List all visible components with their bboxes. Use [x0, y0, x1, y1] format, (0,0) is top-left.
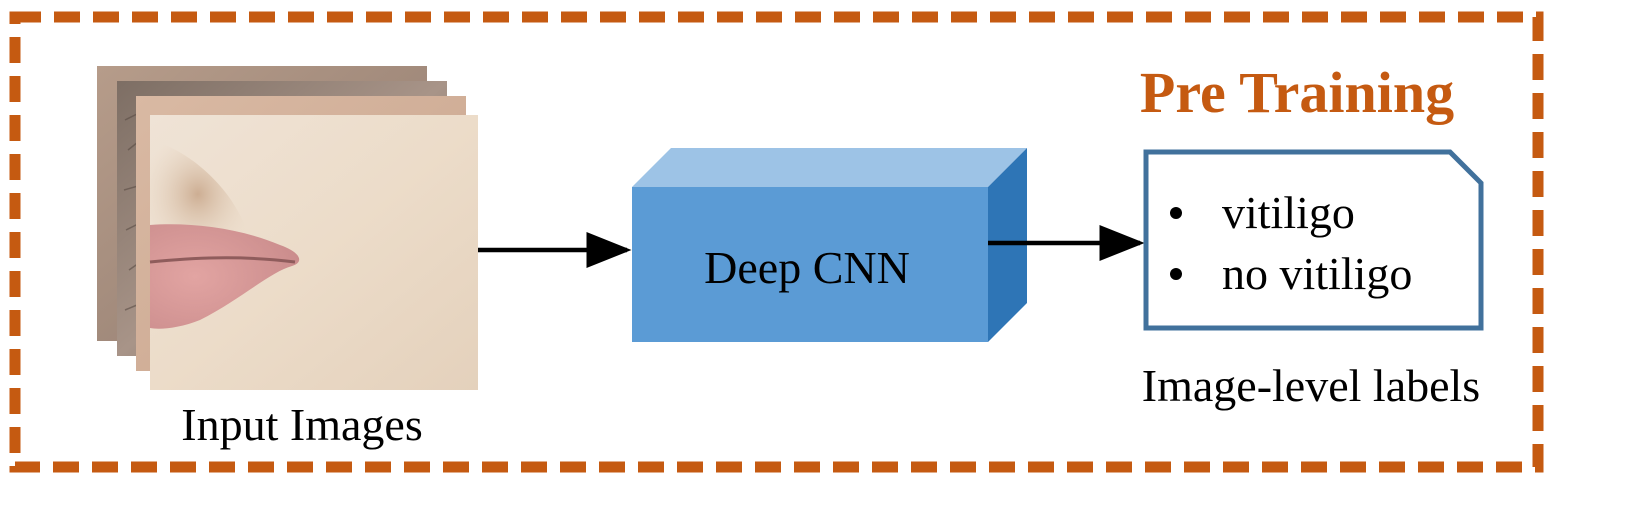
- bullet-1: [1170, 207, 1182, 219]
- labels-box-border: [1143, 149, 1484, 331]
- label-item-2: no vitiligo: [1222, 248, 1412, 299]
- labels-caption: Image-level labels: [1142, 360, 1480, 411]
- skin-patch: [150, 140, 246, 249]
- input-images-caption: Input Images: [181, 399, 422, 450]
- hair-texture: [123, 113, 140, 311]
- lip-shape: [150, 224, 300, 329]
- labels-box: vitiligo no vitiligo: [1143, 149, 1484, 331]
- bullet-2: [1170, 268, 1182, 280]
- section-title: Pre Training: [1140, 60, 1454, 125]
- input-images-stack: [97, 66, 478, 390]
- cnn-top-face: [632, 148, 1027, 187]
- cnn-label: Deep CNN: [704, 242, 910, 293]
- cnn-front-face: [632, 187, 988, 342]
- pre-training-frame: [9, 11, 1544, 473]
- lip-line: [149, 256, 296, 264]
- label-item-1: vitiligo: [1222, 187, 1355, 238]
- deep-cnn-block: Deep CNN: [632, 148, 1027, 342]
